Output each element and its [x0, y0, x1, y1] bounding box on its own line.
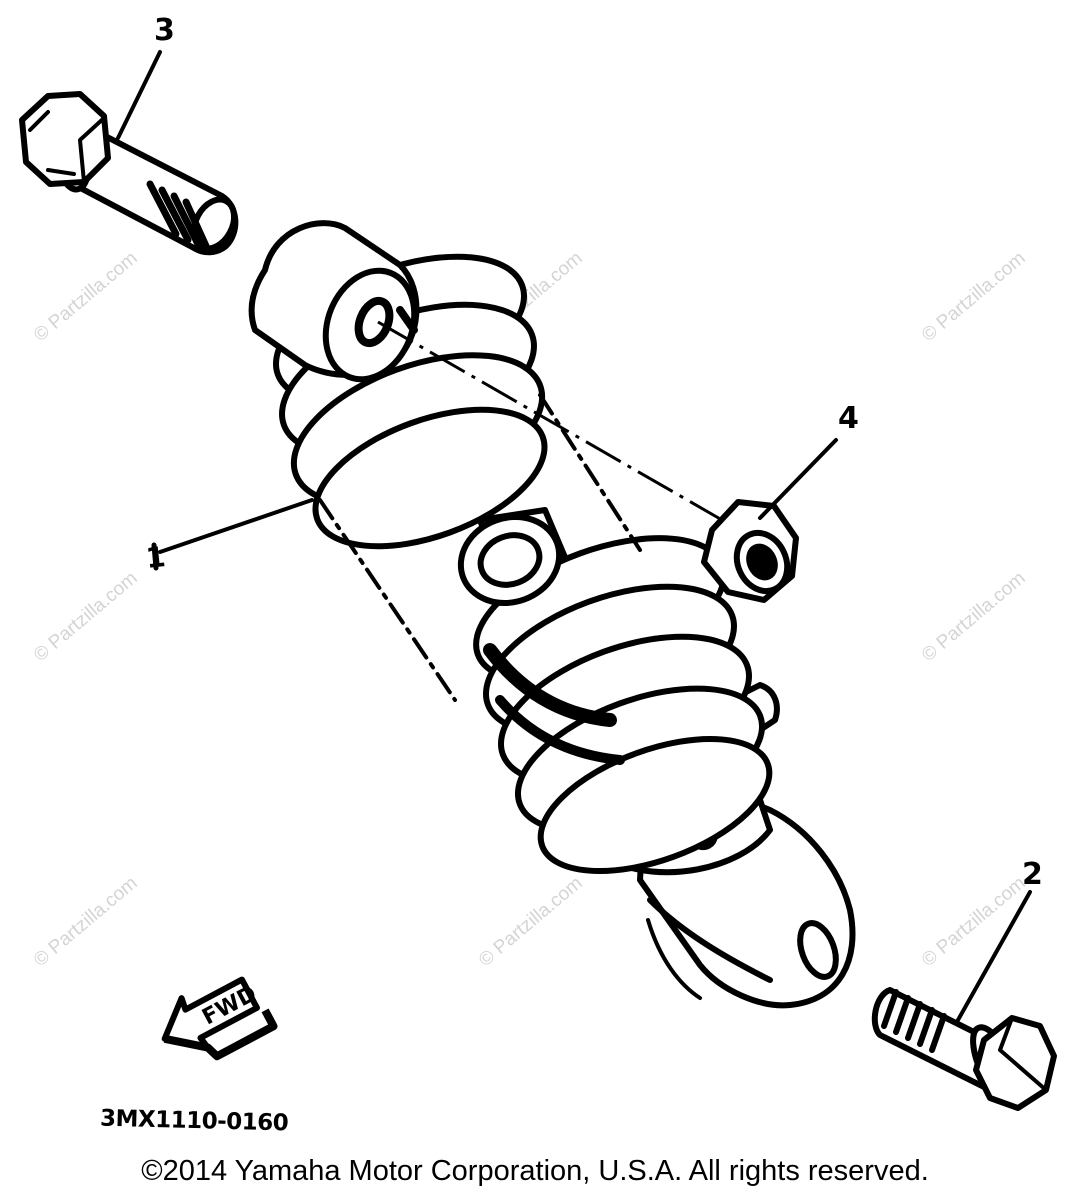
- fwd-arrow: FWD: [161, 976, 278, 1061]
- copyright-notice: ©2014 Yamaha Motor Corporation, U.S.A. A…: [141, 1155, 929, 1187]
- leader-lines: [116, 50, 1032, 1022]
- callout-2: 2: [1022, 857, 1043, 892]
- callout-4: 4: [838, 401, 859, 436]
- diagram-part-code: 3MX1110-0160: [99, 1105, 289, 1137]
- shock-absorber-drawing: [248, 220, 856, 1009]
- bolt-3-drawing: [19, 91, 239, 256]
- callout-3: 3: [154, 13, 175, 48]
- bolt-2-drawing: [871, 987, 1057, 1111]
- center-line: [377, 320, 723, 522]
- nut-4-drawing: [701, 499, 799, 603]
- callout-1: 1: [144, 540, 168, 575]
